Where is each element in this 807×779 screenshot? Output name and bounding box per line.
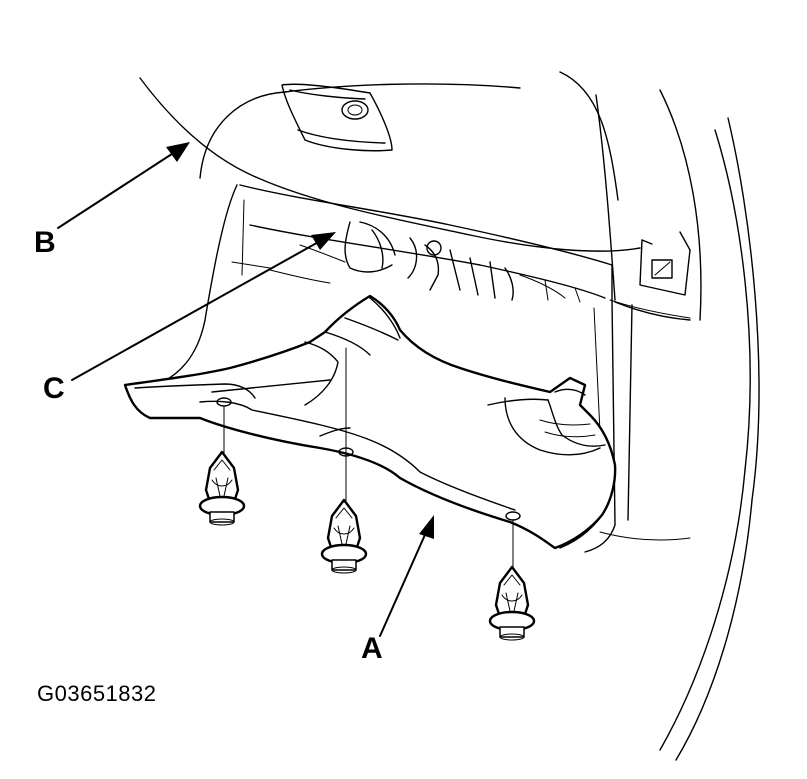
callout-label-a: A <box>361 632 383 665</box>
callout-label-b: B <box>34 226 56 259</box>
leader-arrow-b <box>57 142 190 229</box>
undercover-panel <box>123 294 617 550</box>
clip-fastener-left <box>198 450 246 526</box>
lower-dash-frame <box>147 184 613 389</box>
callout-label-c: C <box>43 372 65 405</box>
glove-box-lid <box>281 83 393 152</box>
leader-arrow-c <box>71 232 336 381</box>
dashboard-background <box>139 71 760 761</box>
clip-fastener-center <box>320 498 368 574</box>
latch-bracket <box>614 231 691 321</box>
internal-components <box>269 221 581 303</box>
figure-id: G03651832 <box>37 681 157 706</box>
clip-guide-lines <box>223 347 514 573</box>
leader-arrow-a <box>379 515 434 637</box>
clip-fastener-right <box>488 565 536 641</box>
